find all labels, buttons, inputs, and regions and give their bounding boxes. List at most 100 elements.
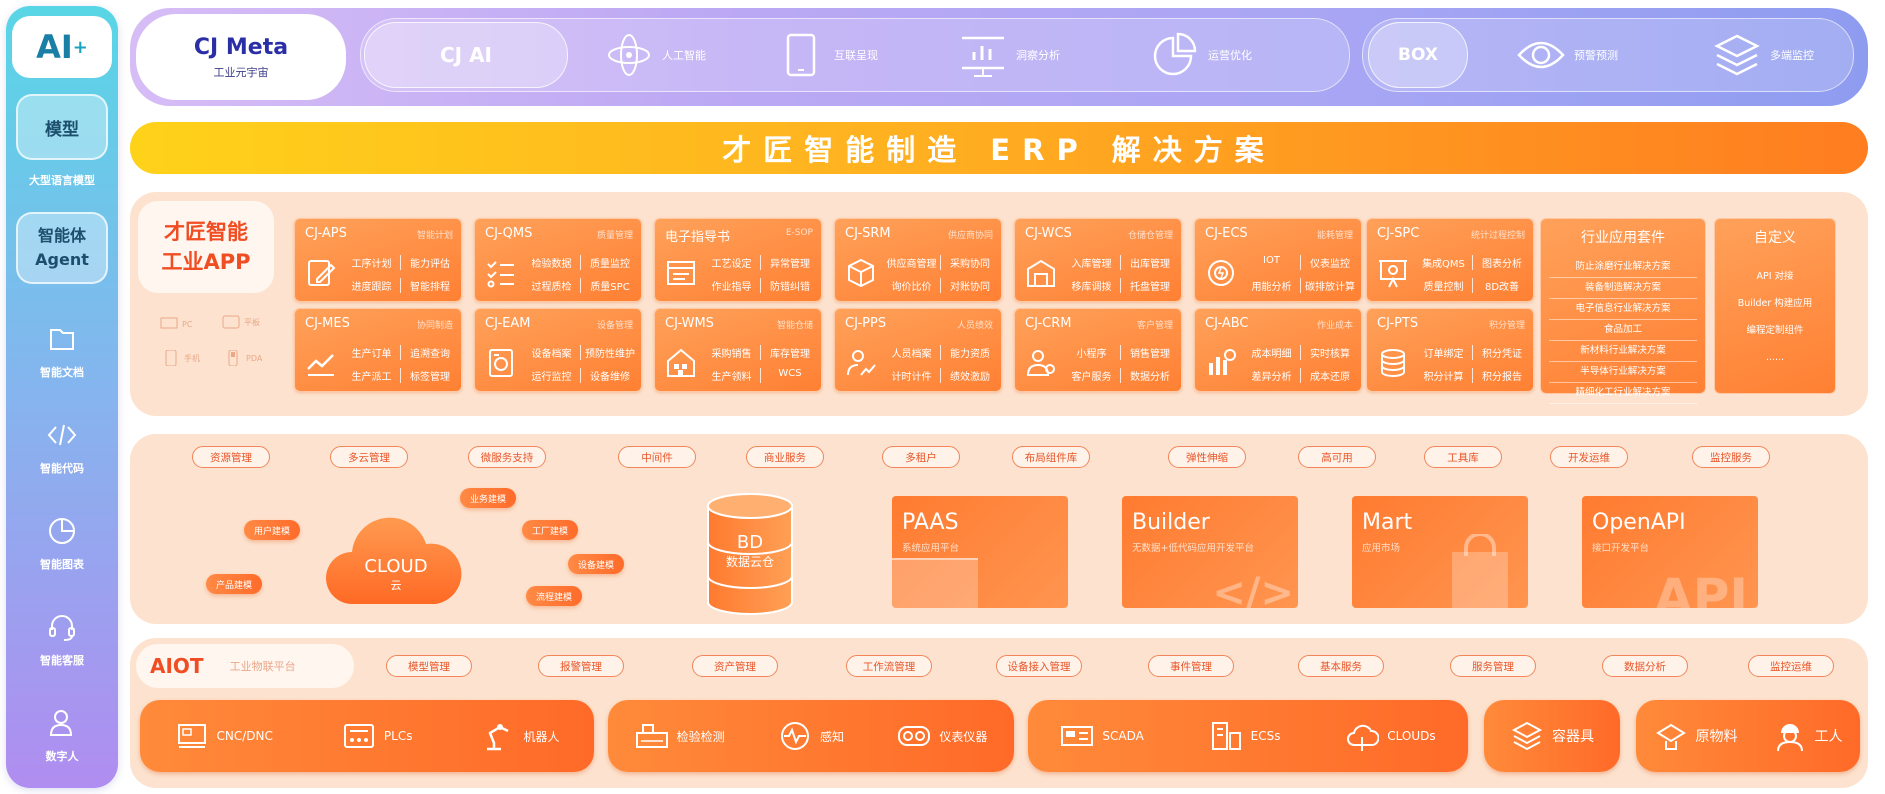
module-item: 运行监控 (523, 368, 581, 383)
platform-tag[interactable]: 布局组件库 (1012, 446, 1090, 468)
aiot-tag[interactable]: 基本服务 (1298, 655, 1384, 677)
agent-box[interactable]: 智能体 Agent (16, 212, 108, 284)
module-item: 绩效激励 (950, 372, 990, 383)
nav-smart-chart[interactable]: 智能图表 (6, 514, 118, 572)
aiot-tag[interactable]: 事件管理 (1148, 655, 1234, 677)
top-item-insight[interactable]: 洞察分析 (958, 30, 1060, 80)
cj-meta-subtitle: 工业元宇宙 (213, 65, 269, 79)
platform-mart[interactable]: Mart 应用市场 (1352, 496, 1528, 608)
aiot-item-sensing[interactable]: 感知 (778, 719, 844, 753)
platform-openapi[interactable]: OpenAPI 接口开发平台 API (1582, 496, 1758, 608)
module-item: 集成QMS (1415, 255, 1473, 270)
aiot-tag[interactable]: 模型管理 (386, 655, 472, 677)
chip-process-modeling[interactable]: 流程建模 (526, 586, 583, 606)
aiot-tag[interactable]: 监控运维 (1748, 655, 1834, 677)
aiot-item-cnc[interactable]: CNC/DNC (175, 719, 273, 753)
aiot-title: AIOT (150, 654, 204, 678)
platform-builder[interactable]: Builder 无数据+低代码应用开发平台 </> (1122, 496, 1298, 608)
module-item: 能力评估 (410, 259, 450, 270)
top-item-ai[interactable]: 人工智能 (604, 30, 706, 80)
top-item-predict[interactable]: 预警预测 (1516, 30, 1618, 80)
aiot-item-label: 机器人 (523, 729, 560, 744)
platform-tag[interactable]: 微服务支持 (468, 446, 546, 468)
cj-meta-card[interactable]: CJ Meta 工业元宇宙 (136, 14, 346, 100)
aiot-tag[interactable]: 设备接入管理 (996, 655, 1082, 677)
chip-business-modeling[interactable]: 业务建模 (460, 488, 517, 508)
platform-tag[interactable]: 工具库 (1424, 446, 1502, 468)
top-item-label: 运营优化 (1208, 49, 1252, 62)
platform-tag[interactable]: 监控服务 (1692, 446, 1770, 468)
module-item: 生产领料 (703, 368, 761, 383)
platform-tag[interactable]: 多租户 (882, 446, 960, 468)
chip-product-modeling[interactable]: 产品建模 (206, 574, 263, 594)
aiot-item-scada[interactable]: SCADA (1060, 719, 1144, 753)
aiot-item-clouds[interactable]: CLOUDs (1345, 719, 1436, 753)
module-title: CJ-SRM (845, 226, 891, 241)
aiot-tag[interactable]: 服务管理 (1450, 655, 1536, 677)
aiot-tag[interactable]: 报警管理 (538, 655, 624, 677)
aiot-item-inspection[interactable]: 检验检测 (635, 719, 725, 753)
chip-factory-modeling[interactable]: 工厂建模 (522, 520, 579, 540)
database-icon[interactable] (704, 492, 796, 616)
module-items: 设备档案预防性维护运行监控设备维修 (523, 345, 639, 383)
aiot-item-material[interactable]: 原物料 (1654, 719, 1738, 753)
user-trend-icon (847, 350, 876, 376)
nav-smart-docs[interactable]: 智能文档 (6, 322, 118, 380)
top-item-optimize[interactable]: 运营优化 (1150, 30, 1252, 80)
aiot-item-plc[interactable]: PLCs (342, 719, 412, 753)
box-pill[interactable]: BOX (1368, 22, 1468, 88)
chip-device-modeling[interactable]: 设备建模 (568, 554, 625, 574)
module-item: 仪表监控 (1310, 259, 1350, 270)
custom-item: 编程定制组件 (1746, 325, 1804, 336)
nav-digital-human[interactable]: 数字人 (6, 706, 118, 764)
aiot-tag[interactable]: 资产管理 (692, 655, 778, 677)
model-box[interactable]: 模型 (16, 94, 108, 160)
platform-paas[interactable]: PAAS 系统应用平台 (892, 496, 1068, 608)
nav-smart-service[interactable]: 智能客服 (6, 610, 118, 668)
cloud-icon[interactable] (322, 494, 470, 612)
platform-tag[interactable]: 资源管理 (192, 446, 270, 468)
custom-card[interactable]: 自定义 API 对接 Builder 构建应用 编程定制组件 ...... (1714, 218, 1836, 394)
platform-tag[interactable]: 中间件 (618, 446, 696, 468)
plan-icon (308, 260, 336, 286)
aiot-item-ecs[interactable]: ECSs (1209, 719, 1280, 753)
aiot-item-worker[interactable]: 工人 (1773, 719, 1843, 753)
nav-smart-code[interactable]: 智能代码 (6, 418, 118, 476)
platform-subtitle: 系统应用平台 (902, 543, 960, 554)
nav-label: 智能客服 (40, 654, 84, 667)
bd-title: BD (736, 532, 764, 553)
aiot-item-robot[interactable]: 机器人 (481, 719, 559, 753)
nav-label: 智能文档 (40, 366, 84, 379)
top-item-present[interactable]: 互联呈现 (776, 30, 878, 80)
industry-suite-card[interactable]: 行业应用套件 防止涂磨行业解决方案 装备制造解决方案 电子信息行业解决方案 食品… (1540, 218, 1706, 404)
top-item-monitor[interactable]: 多端监控 (1712, 30, 1814, 80)
cj-ai-pill[interactable]: CJ AI (364, 22, 568, 88)
gauge-icon (898, 726, 931, 746)
chip-user-modeling[interactable]: 用户建模 (244, 520, 301, 540)
aiot-tag[interactable]: 工作流管理 (846, 655, 932, 677)
custom-list: API 对接 Builder 构建应用 编程定制组件 ...... (1721, 263, 1829, 371)
aiot-item-instruments[interactable]: 仪表仪器 (897, 719, 987, 753)
platform-tag[interactable]: 弹性伸缩 (1168, 446, 1246, 468)
platform-tag[interactable]: 开发运维 (1550, 446, 1628, 468)
aiot-item-container[interactable]: 容器具 (1510, 719, 1594, 753)
aiot-tag[interactable]: 数据分析 (1602, 655, 1688, 677)
platform-tag[interactable]: 高可用 (1298, 446, 1376, 468)
platform-tag[interactable]: 商业服务 (746, 446, 824, 468)
module-subtitle: 质量管理 (596, 231, 633, 241)
platform-tag[interactable]: 多云管理 (330, 446, 408, 468)
